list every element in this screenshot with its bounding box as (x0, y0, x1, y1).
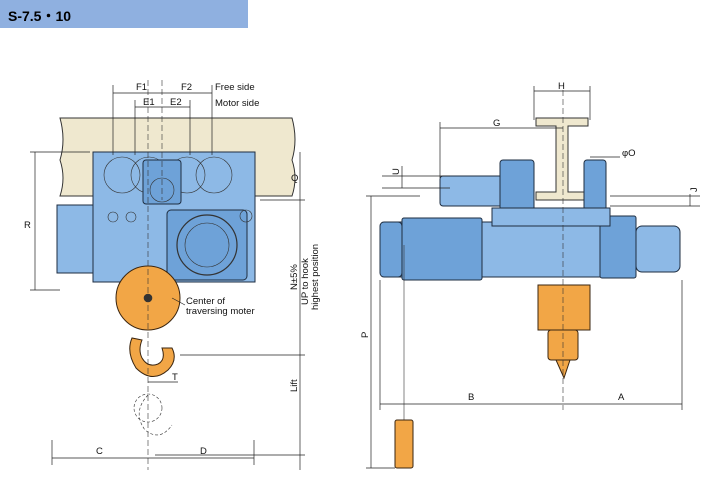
label-T: T (172, 372, 178, 383)
page-title: S-7.5・10 (8, 8, 72, 24)
header-bar: S-7.5・10 (0, 0, 248, 28)
label-N: N±5% (289, 264, 300, 290)
label-lift: Lift (289, 379, 300, 392)
label-free-side: Free side (215, 82, 255, 93)
side-hook-block (537, 284, 591, 331)
label-A: A (618, 392, 625, 403)
label-E2: E2 (170, 97, 182, 108)
control-box (56, 204, 94, 274)
pendant-switch (394, 419, 414, 469)
side-beam (535, 117, 589, 201)
side-view (379, 90, 681, 469)
label-Q: Q (291, 173, 298, 184)
label-C: C (96, 446, 103, 457)
label-E1: E1 (143, 97, 155, 108)
label-P: P (360, 332, 371, 338)
label-center-of: Center of (186, 296, 225, 307)
label-B: B (468, 392, 474, 403)
side-dimensions (366, 86, 700, 469)
label-H: H (558, 81, 565, 92)
label-F1: F1 (136, 82, 147, 93)
label-R: R (24, 220, 31, 231)
label-G: G (493, 118, 500, 129)
hoist-motor (635, 225, 681, 273)
label-phi-O: φO (622, 148, 636, 159)
label-motor-side: Motor side (215, 98, 259, 109)
label-D: D (200, 446, 207, 457)
label-J: J (689, 187, 700, 192)
label-highest-position: highest position (310, 244, 321, 310)
label-traversing-motor: traversing moter (186, 306, 255, 317)
label-up-to-hook: UP to hook (300, 258, 311, 305)
hook (129, 337, 175, 377)
label-U: U (391, 168, 402, 175)
front-dimensions (30, 85, 305, 470)
front-view (56, 80, 296, 470)
label-F2: F2 (181, 82, 192, 93)
